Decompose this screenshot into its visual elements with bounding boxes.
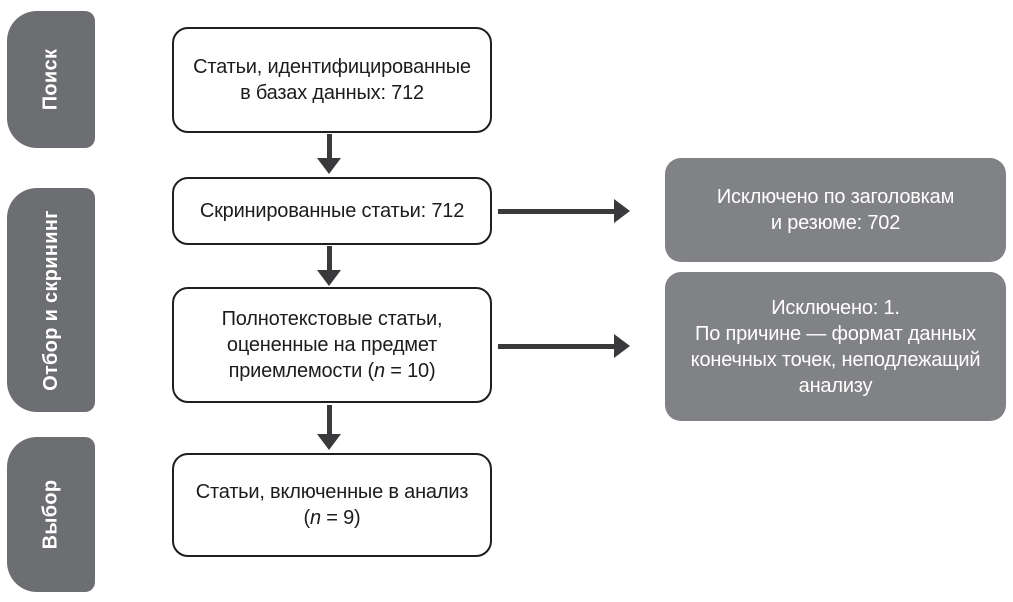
arrow-head-icon	[614, 334, 630, 358]
flow-box-line: Статьи, включенные в анализ	[195, 481, 469, 503]
arrow-shaft	[326, 405, 332, 434]
exclusion-box-line: Исключено по заголовкам	[716, 186, 955, 208]
flow-box-identified: Статьи, идентифицированные в базах данны…	[172, 27, 492, 133]
arrow-shaft	[326, 246, 332, 270]
arrow-down-screened-to-fulltext	[317, 246, 341, 286]
exclusion-box-title-abstract: Исключено по заголовкам и резюме: 702	[665, 158, 1006, 262]
flow-box-line: приемлемости (n = 10)	[229, 358, 436, 384]
arrow-head-icon	[614, 199, 630, 223]
stage-label-search: Поиск	[39, 48, 62, 111]
line-prefix: (	[303, 507, 311, 529]
arrow-down-fulltext-to-included	[317, 405, 341, 450]
arrow-head-icon	[317, 270, 341, 286]
exclusion-box-line: конечных точек, неподлежащий	[690, 348, 981, 371]
line-prefix: приемлемости (	[228, 360, 375, 382]
arrow-head-icon	[317, 434, 341, 450]
stage-tab-search: Поиск	[7, 11, 95, 148]
flow-box-line: в базах данных: 712	[240, 82, 424, 104]
line-suffix: = 10)	[384, 360, 436, 382]
arrow-right-fulltext-to-excluded	[498, 334, 630, 358]
flow-box-screened: Скринированные статьи: 712	[172, 177, 492, 245]
exclusion-box-line: По причине — формат данных	[695, 322, 976, 345]
arrow-down-identified-to-screened	[317, 134, 341, 174]
flow-box-included: Статьи, включенные в анализ (n = 9)	[172, 453, 492, 557]
line-suffix: = 9)	[320, 507, 361, 529]
flow-box-line: Статьи, идентифицированные	[193, 56, 471, 78]
arrow-head-icon	[317, 158, 341, 174]
flow-box-line: Скринированные статьи: 712	[199, 200, 465, 222]
stage-tab-selection: Выбор	[7, 437, 95, 592]
stage-label-selection: Выбор	[39, 479, 62, 550]
arrow-shaft	[326, 134, 332, 158]
flow-box-line: Полнотекстовые статьи,	[221, 308, 443, 330]
arrow-right-screened-to-excluded	[498, 199, 630, 223]
stage-tab-screening: Отбор и скрининг	[7, 188, 95, 412]
exclusion-box-line: анализу	[798, 374, 873, 397]
exclusion-box-line: Исключено: 1.	[771, 296, 900, 319]
exclusion-box-fulltext: Исключено: 1. По причине — формат данных…	[665, 272, 1006, 421]
flow-box-fulltext-assessed: Полнотекстовые статьи, оцененные на пред…	[172, 287, 492, 403]
flow-box-line: оцененные на предмет	[226, 334, 438, 356]
stage-label-screening: Отбор и скрининг	[39, 209, 62, 391]
flow-box-line: (n = 9)	[304, 505, 361, 531]
n-variable: n	[373, 360, 385, 382]
exclusion-box-line: и резюме: 702	[770, 212, 901, 234]
arrow-shaft	[498, 343, 614, 349]
n-variable: n	[309, 507, 321, 529]
arrow-shaft	[498, 208, 614, 214]
